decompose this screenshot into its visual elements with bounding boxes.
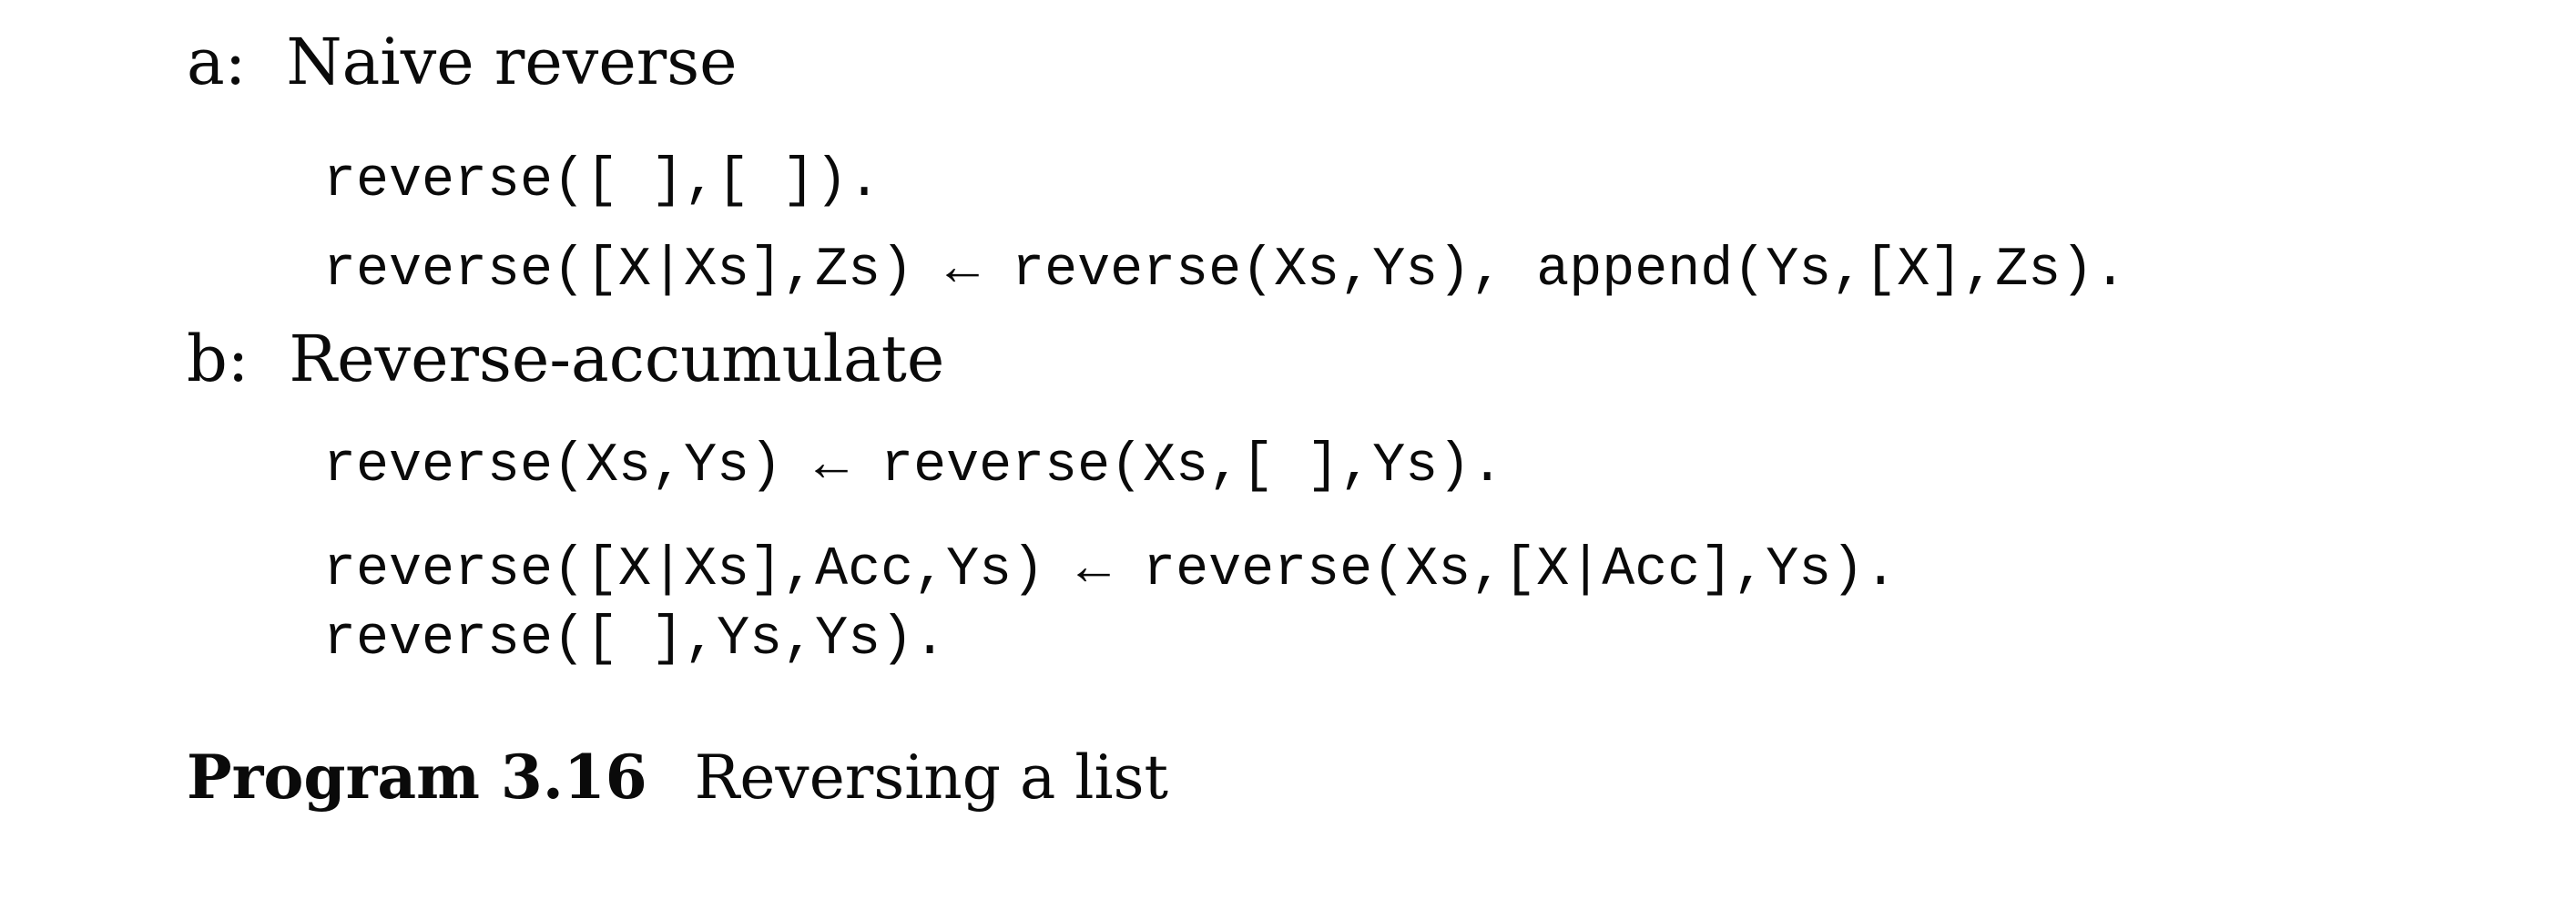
- section-b-heading: b: Reverse-accumulate: [187, 321, 944, 397]
- program-caption-title: Reversing a list: [694, 742, 1168, 813]
- code-line-accumulate-recursive-clause: reverse([X|Xs],Acc,Ys) ← reverse(Xs,[X|A…: [323, 539, 1898, 601]
- code-block-accumulate-wrapper: reverse(Xs,Ys) ← reverse(Xs,[ ],Ys).: [323, 422, 1503, 511]
- code-block-naive-reverse: reverse([ ],[ ]). reverse([X|Xs],Zs) ← r…: [323, 137, 2126, 315]
- code-block-accumulate-clauses: reverse([X|Xs],Acc,Ys) ← reverse(Xs,[X|A…: [323, 536, 1897, 674]
- code-line-naive-recursive-clause: reverse([X|Xs],Zs) ← reverse(Xs,Ys), app…: [323, 240, 2127, 302]
- code-line-accumulate-base-clause: reverse([ ],Ys,Ys).: [323, 609, 947, 670]
- code-line-naive-base-clause: reverse([ ],[ ]).: [323, 150, 881, 212]
- section-b-title: Reverse-accumulate: [289, 322, 945, 396]
- program-caption-number: Program 3.16: [187, 742, 647, 813]
- code-line-accumulate-wrapper-clause: reverse(Xs,Ys) ← reverse(Xs,[ ],Ys).: [323, 435, 1504, 497]
- section-a-heading: a: Naive reverse: [187, 24, 738, 100]
- program-caption: Program 3.16 Reversing a list: [187, 742, 1168, 814]
- section-a-label: a:: [187, 25, 247, 99]
- section-b-label: b:: [187, 322, 249, 396]
- section-a-title: Naive reverse: [286, 25, 738, 99]
